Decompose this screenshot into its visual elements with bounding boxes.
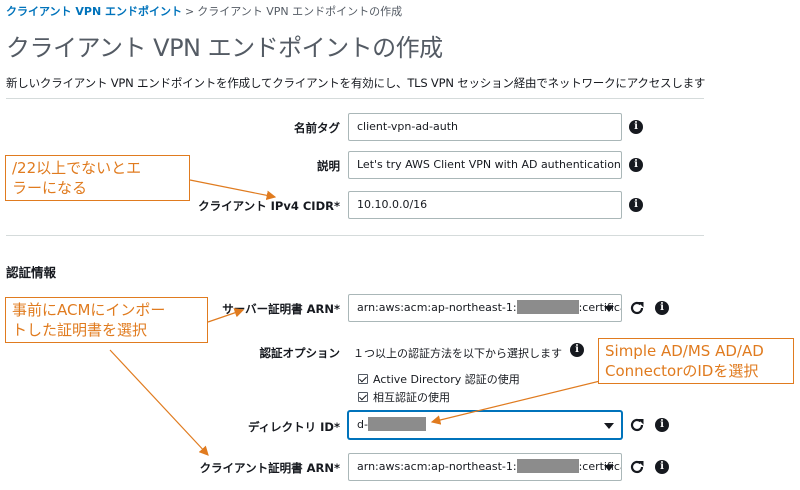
refresh-icon[interactable] xyxy=(629,417,645,433)
callout-directory-note: Simple AD/MS AD/AD ConnectorのIDを選択 xyxy=(598,338,794,384)
annotation-arrow xyxy=(109,349,209,456)
server-cert-select[interactable]: arn:aws:acm:ap-northeast-1: :certificate/… xyxy=(348,294,622,322)
annotation-arrow xyxy=(189,179,277,201)
checkbox-label: 相互認証の使用 xyxy=(373,391,450,404)
section-title-auth: 認証情報 xyxy=(6,265,57,280)
client-cert-select[interactable]: arn:aws:acm:ap-northeast-1: :certificate/… xyxy=(348,453,622,481)
checkbox-label: Active Directory 認証の使用 xyxy=(373,373,520,386)
info-icon[interactable]: i xyxy=(629,158,643,172)
server-cert-suffix: :certificate/l xyxy=(578,301,621,314)
info-icon[interactable]: i xyxy=(655,418,669,432)
breadcrumb-current: クライアント VPN エンドポイントの作成 xyxy=(197,5,403,18)
callout-line: ConnectorのIDを選択 xyxy=(605,362,759,380)
callout-line: 事前にACMにインポー xyxy=(12,301,166,319)
directory-id-label: ディレクトリ ID* xyxy=(247,420,340,434)
chevron-down-icon xyxy=(604,423,614,429)
client-cert-label: クライアント証明書 ARN* xyxy=(199,461,340,475)
callout-line: トした証明書を選択 xyxy=(12,321,148,339)
server-cert-prefix: arn:aws:acm:ap-northeast-1: xyxy=(357,301,517,314)
refresh-icon[interactable] xyxy=(629,300,645,316)
breadcrumb-link-client-vpn-endpoints[interactable]: クライアント VPN エンドポイント xyxy=(6,5,182,18)
directory-id-select[interactable]: d- xyxy=(348,411,622,439)
client-cidr-input[interactable]: 10.10.0.0/16 xyxy=(348,191,622,219)
info-icon[interactable]: i xyxy=(655,460,669,474)
callout-line: /22以上でないとエ xyxy=(12,159,142,177)
checkbox-mutual-auth[interactable]: 相互認証の使用 xyxy=(358,389,450,405)
client-cert-suffix: :certificate/( xyxy=(578,460,621,473)
page-description: 新しいクライアント VPN エンドポイントを作成してクライアントを有効にし、TL… xyxy=(6,76,706,90)
masked-directory-id xyxy=(367,417,426,431)
name-tag-input[interactable]: client-vpn-ad-auth xyxy=(348,113,622,141)
info-icon[interactable]: i xyxy=(629,198,643,212)
server-cert-label: サーバー証明書 ARN* xyxy=(222,302,340,316)
divider xyxy=(6,98,704,99)
auth-options-hint: １つ以上の認証方法を以下から選択します xyxy=(353,347,562,360)
info-icon[interactable]: i xyxy=(629,120,643,134)
description-label: 説明 xyxy=(317,159,340,173)
chevron-down-icon xyxy=(604,465,614,471)
breadcrumb-separator: > xyxy=(185,5,195,18)
callout-cert-note: 事前にACMにインポー トした証明書を選択 xyxy=(5,297,208,343)
checkbox-active-directory[interactable]: Active Directory 認証の使用 xyxy=(358,371,520,387)
client-cert-prefix: arn:aws:acm:ap-northeast-1: xyxy=(357,460,517,473)
info-icon[interactable]: i xyxy=(570,343,584,357)
masked-account-id xyxy=(516,300,579,314)
name-tag-label: 名前タグ xyxy=(294,121,340,135)
chevron-down-icon xyxy=(604,306,614,312)
checkbox-checked-icon[interactable] xyxy=(358,392,368,402)
description-input[interactable]: Let's try AWS Client VPN with AD authent… xyxy=(348,151,622,179)
client-cidr-label: クライアント IPv4 CIDR* xyxy=(198,199,340,213)
auth-options-label: 認証オプション xyxy=(259,346,341,360)
breadcrumb: クライアント VPN エンドポイント>クライアント VPN エンドポイントの作成 xyxy=(6,3,402,19)
divider xyxy=(6,235,704,236)
directory-id-prefix: d- xyxy=(357,418,368,431)
callout-line: Simple AD/MS AD/AD xyxy=(605,342,764,360)
callout-cidr-note: /22以上でないとエ ラーになる xyxy=(5,155,190,201)
masked-account-id xyxy=(516,459,579,473)
info-icon[interactable]: i xyxy=(655,301,669,315)
refresh-icon[interactable] xyxy=(629,459,645,475)
callout-line: ラーになる xyxy=(12,179,88,197)
page-title: クライアント VPN エンドポイントの作成 xyxy=(6,34,443,62)
checkbox-checked-icon[interactable] xyxy=(358,374,368,384)
